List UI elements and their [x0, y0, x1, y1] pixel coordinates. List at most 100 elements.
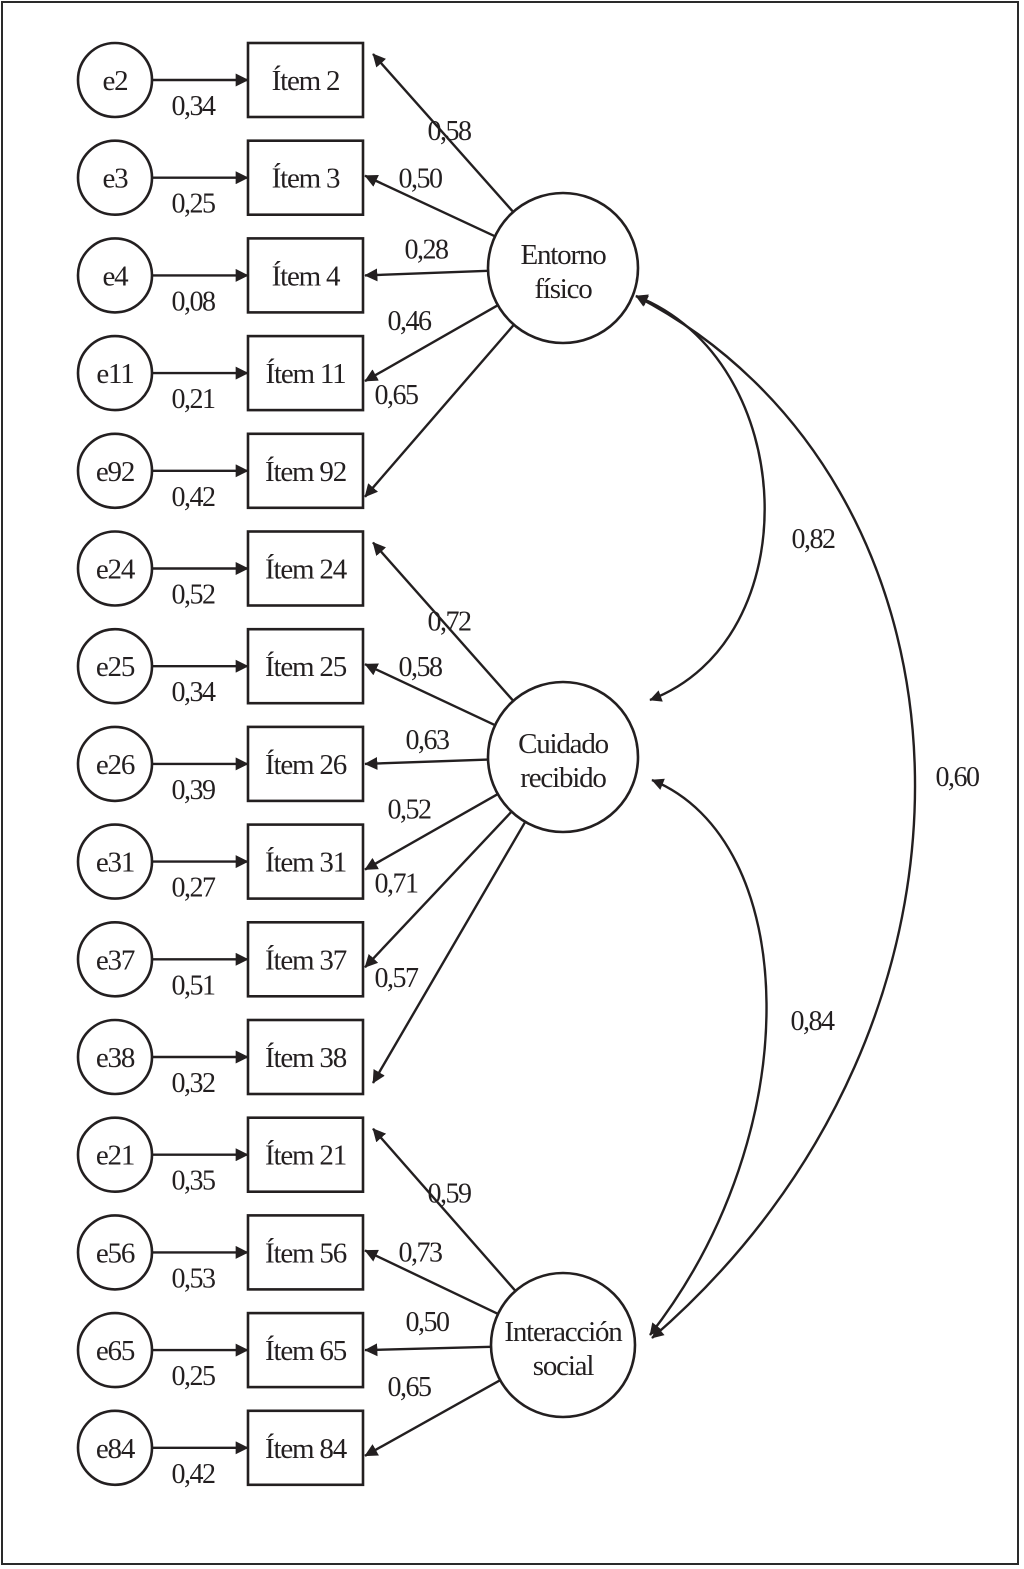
item-label: Ítem 26 [265, 748, 347, 781]
error-label: e84 [96, 1433, 136, 1465]
correlation-coefficient: 0,82 [792, 524, 836, 555]
error-node [76, 1311, 154, 1389]
error-label: e92 [96, 456, 134, 488]
error-coefficient: 0,53 [172, 1263, 216, 1294]
error-node [76, 237, 154, 314]
error-coefficient: 0,51 [172, 970, 216, 1001]
item-box [246, 920, 365, 998]
item-box [246, 627, 365, 705]
error-label: e25 [96, 651, 135, 683]
correlation-curve-cuidado-interaccion [649, 778, 768, 1336]
item-box [246, 1311, 365, 1389]
correlation-coefficient: 0,84 [791, 1006, 836, 1037]
item-label: Ítem 4 [272, 259, 341, 292]
error-label: e56 [96, 1237, 135, 1269]
error-label: e24 [96, 554, 136, 586]
error-node [76, 725, 154, 803]
error-coefficient: 0,08 [172, 286, 216, 317]
item-box [246, 334, 365, 412]
loading-coefficient: 0,71 [375, 868, 419, 899]
loading-coefficient: 0,59 [428, 1179, 472, 1210]
factor-loading-arrow [372, 1127, 517, 1292]
loading-coefficient: 0,73 [399, 1237, 443, 1268]
item-label: Ítem 11 [266, 357, 346, 390]
factor-node-cuidado [486, 680, 640, 834]
item-label: Ítem 24 [265, 553, 348, 586]
factor-loading-arrow [364, 1379, 501, 1457]
error-node [76, 41, 154, 119]
item-box [246, 1214, 365, 1291]
factor-label-line1: Entorno [520, 239, 606, 271]
item-box [246, 237, 365, 314]
error-coefficient: 0,25 [172, 189, 216, 220]
loading-coefficient: 0,58 [428, 116, 472, 147]
item-label: Ítem 21 [265, 1139, 346, 1172]
factor-loading-arrow [364, 810, 513, 969]
error-label: e37 [96, 944, 135, 976]
error-node [76, 823, 154, 900]
factor-loading-arrow [364, 268, 489, 282]
factor-label-line1: Interacción [504, 1316, 623, 1348]
item-label: Ítem 56 [265, 1236, 347, 1269]
loading-coefficient: 0,46 [388, 306, 433, 337]
factor-loading-arrow [372, 541, 515, 702]
item-label: Ítem 37 [265, 943, 347, 976]
error-coefficient: 0,21 [172, 384, 216, 415]
correlation-curve-entorno-interaccion [635, 294, 917, 1339]
error-coefficient: 0,35 [172, 1166, 216, 1197]
item-label: Ítem 3 [272, 162, 340, 195]
item-label: Ítem 65 [265, 1334, 347, 1367]
loading-coefficient: 0,52 [388, 795, 432, 826]
factor-loading-arrow [364, 174, 496, 238]
error-label: e4 [103, 260, 130, 292]
error-node [76, 920, 154, 998]
loading-coefficient: 0,28 [405, 234, 449, 265]
item-box [246, 1409, 365, 1487]
item-label: Ítem 2 [272, 64, 340, 97]
item-label: Ítem 84 [265, 1432, 348, 1465]
factor-loading-arrow [371, 821, 527, 1084]
factor-node-entorno [486, 191, 640, 345]
error-label: e21 [96, 1140, 134, 1172]
item-label: Ítem 92 [265, 455, 346, 488]
item-box [246, 1116, 365, 1193]
loading-coefficient: 0,65 [388, 1372, 432, 1403]
error-coefficient: 0,34 [172, 677, 217, 708]
error-label: e3 [103, 163, 129, 195]
item-label: Ítem 25 [265, 650, 347, 683]
error-node [76, 334, 154, 412]
factor-loading-arrow [364, 663, 496, 727]
factor-label-line2: recibido [520, 762, 606, 794]
loading-coefficient: 0,72 [428, 607, 472, 638]
factor-label-line2: social [533, 1350, 595, 1382]
factor-loading-arrow [364, 1343, 492, 1357]
error-coefficient: 0,52 [172, 580, 216, 611]
error-label: e2 [103, 65, 128, 97]
error-label: e31 [96, 847, 134, 879]
item-box [246, 725, 365, 803]
error-label: e65 [96, 1335, 135, 1367]
factor-loading-arrow [364, 1249, 499, 1316]
error-node [76, 1018, 154, 1096]
item-box [246, 1018, 365, 1096]
item-box [246, 530, 365, 607]
correlation-curve-entorno-cuidado [635, 294, 766, 702]
error-coefficient: 0,27 [172, 873, 217, 904]
error-coefficient: 0,39 [172, 775, 216, 806]
factor-label-line1: Cuidado [518, 728, 609, 760]
item-box [246, 139, 365, 216]
factor-loading-arrow [364, 756, 489, 770]
error-node [76, 1214, 154, 1291]
item-box [246, 41, 365, 119]
loading-coefficient: 0,50 [406, 1307, 450, 1338]
item-label: Ítem 31 [265, 846, 346, 879]
error-coefficient: 0,42 [172, 1459, 216, 1490]
correlation-coefficient: 0,60 [936, 762, 980, 793]
factor-loading-arrow [364, 793, 499, 871]
error-coefficient: 0,42 [172, 482, 216, 513]
error-coefficient: 0,25 [172, 1361, 216, 1392]
factor-loading-arrow [364, 304, 499, 383]
factor-label-line2: físico [534, 273, 592, 305]
